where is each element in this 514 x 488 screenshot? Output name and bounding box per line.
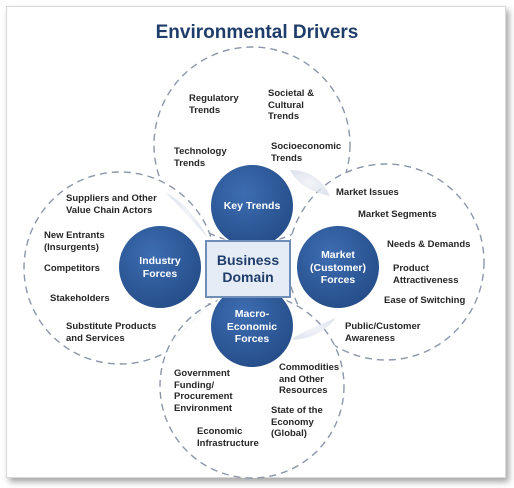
item-product-attractiveness: Product Attractiveness — [393, 263, 459, 286]
item-suppliers: Suppliers and Other Value Chain Actors — [66, 193, 157, 216]
outer-circle-market — [287, 163, 485, 361]
item-societal-cultural-trends: Societal & Cultural Trends — [268, 88, 314, 122]
item-market-segments: Market Segments — [358, 209, 437, 220]
core-circle-industry — [117, 224, 203, 310]
item-government-funding: Government Funding/ Procurement Environm… — [174, 368, 233, 414]
item-technology-trends: Technology Trends — [174, 146, 227, 169]
item-market-issues: Market Issues — [336, 187, 399, 198]
item-needs-demands: Needs & Demands — [387, 239, 471, 250]
diagram-title: Environmental Drivers — [155, 22, 359, 43]
outer-circle-key-trends — [153, 46, 351, 244]
macro-forces-label: Macro- Economic Forces — [226, 308, 278, 345]
item-regulatory-trends: Regulatory Trends — [189, 93, 239, 116]
item-competitors: Competitors — [44, 263, 100, 274]
industry-forces-label: Industry Forces — [139, 255, 181, 280]
item-ease-of-switching: Ease of Switching — [384, 295, 466, 306]
item-commodities: Commodities and Other Resources — [279, 362, 340, 396]
item-economic-infrastructure: Economic Infrastructure — [197, 426, 259, 449]
market-forces-label: Market (Customer) Forces — [309, 249, 366, 286]
key-trends-label: Key Trends — [223, 200, 281, 212]
item-socioeconomic-trends: Socioeconomic Trends — [271, 141, 342, 164]
item-state-of-economy: State of the Economy (Global) — [271, 405, 323, 439]
item-new-entrants: New Entrants (Insurgents) — [44, 230, 105, 253]
item-public-customer-awareness: Public/Customer Awareness — [345, 321, 421, 344]
core-circle-market — [295, 224, 381, 310]
business-domain-box: Business Domain — [205, 240, 291, 298]
overlap-bottom-right — [290, 318, 336, 340]
item-stakeholders: Stakeholders — [50, 293, 110, 304]
item-substitute-products: Substitute Products and Services — [66, 321, 157, 344]
overlap-top-right — [290, 170, 330, 196]
